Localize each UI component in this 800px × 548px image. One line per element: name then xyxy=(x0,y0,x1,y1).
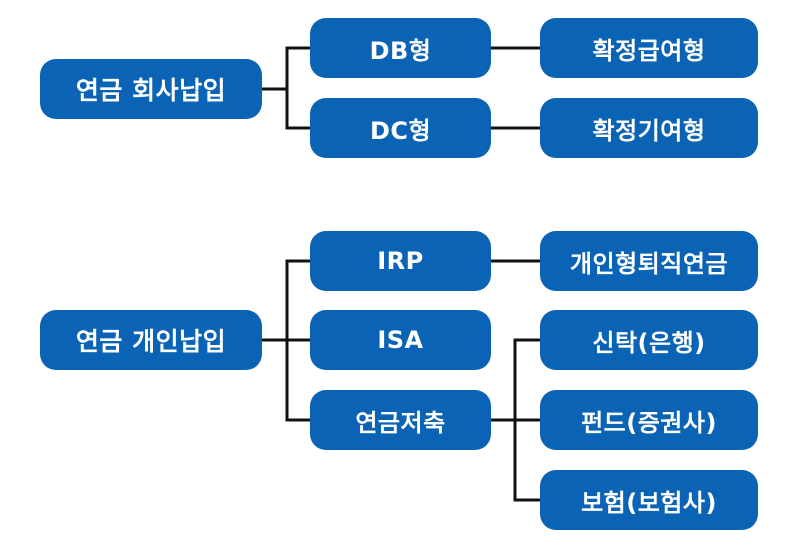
branch-node-label: 연금저축 xyxy=(355,408,446,437)
connector-pension-savings-to-insurance xyxy=(513,418,542,502)
branch-node-label: IRP xyxy=(377,247,424,275)
leaf-node-label: 펀드(증권사) xyxy=(581,408,717,437)
branch-node-label: DC형 xyxy=(369,116,432,145)
leaf-node-label: 개인형퇴직연금 xyxy=(569,249,729,278)
leaf-node-trust-bank: 신탁(은행) xyxy=(540,310,758,370)
branch-node-db: DB형 xyxy=(310,18,491,78)
branch-node-isa: ISA xyxy=(310,310,491,370)
branch-node-dc: DC형 xyxy=(310,98,491,158)
leaf-node-label: 확정기여형 xyxy=(592,116,706,145)
root-node-personal-payment: 연금 개인납입 xyxy=(40,310,262,370)
leaf-node-label: 보험(보험사) xyxy=(581,488,717,517)
leaf-node-personal-retirement-pension: 개인형퇴직연금 xyxy=(540,231,758,291)
leaf-node-defined-contribution: 확정기여형 xyxy=(540,98,758,158)
leaf-node-defined-benefit: 확정급여형 xyxy=(540,18,758,78)
root-node-label: 연금 개인납입 xyxy=(75,327,227,356)
leaf-node-insurance-company: 보험(보험사) xyxy=(540,470,758,530)
connector-pension-savings-to-trust xyxy=(489,338,542,422)
branch-node-irp: IRP xyxy=(310,231,491,291)
leaf-node-fund-securities: 펀드(증권사) xyxy=(540,390,758,450)
branch-node-label: ISA xyxy=(377,326,424,354)
leaf-node-label: 신탁(은행) xyxy=(592,328,706,357)
connector-root2-to-irp xyxy=(260,259,312,342)
root-node-label: 연금 회사납입 xyxy=(75,76,227,105)
branch-node-pension-savings: 연금저축 xyxy=(310,390,491,450)
connector-root1-to-dc xyxy=(285,87,312,130)
leaf-node-label: 확정급여형 xyxy=(592,36,706,65)
root-node-company-payment: 연금 회사납입 xyxy=(40,59,262,119)
connector-root1-to-db xyxy=(260,46,312,91)
connector-root2-to-pension-savings xyxy=(285,338,312,422)
branch-node-label: DB형 xyxy=(369,36,432,65)
